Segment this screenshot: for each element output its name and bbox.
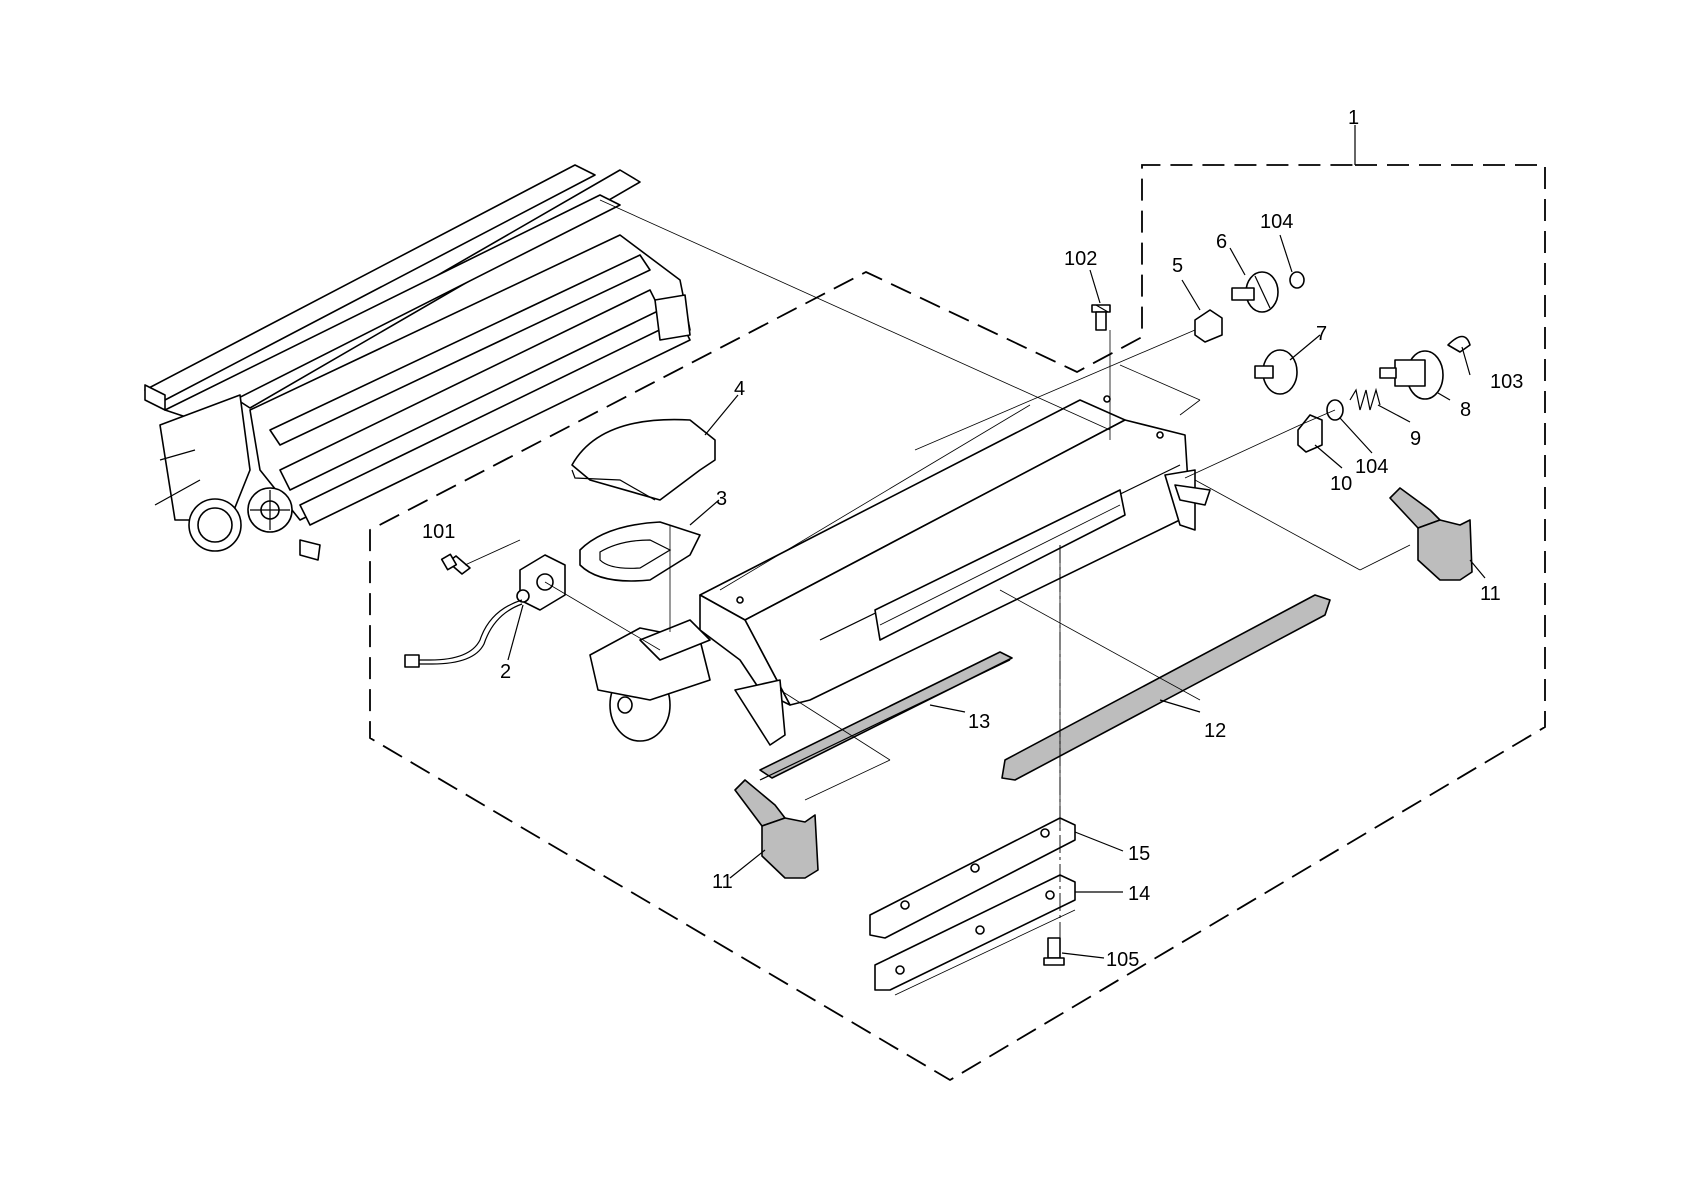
callout-10: 10 — [1330, 473, 1352, 495]
callout-103: 103 — [1490, 371, 1523, 393]
part-14-plate — [875, 875, 1075, 995]
part-6-gear — [1232, 272, 1278, 312]
part-12-seal-strip — [1002, 595, 1330, 780]
part-102-screw — [1092, 305, 1110, 330]
part-9-spring — [1350, 390, 1380, 410]
part-7-gear — [1255, 350, 1297, 394]
part-104-ring-top — [1290, 272, 1304, 288]
callout-1: 1 — [1348, 107, 1359, 129]
part-2-sensor — [405, 555, 565, 667]
part-101-screw — [442, 554, 470, 574]
callout-2: 2 — [500, 661, 511, 683]
callout-12: 12 — [1204, 720, 1226, 742]
callout-7: 7 — [1316, 323, 1327, 345]
callout-11-left: 11 — [712, 871, 733, 893]
part-8-coupling — [1380, 351, 1443, 399]
callout-9: 9 — [1410, 428, 1421, 450]
callout-6: 6 — [1216, 231, 1227, 253]
part-4-cover — [572, 420, 715, 500]
callout-5: 5 — [1172, 255, 1183, 277]
main-frame-unit — [145, 165, 690, 560]
callout-105: 105 — [1106, 949, 1139, 971]
callout-8: 8 — [1460, 399, 1471, 421]
callout-11-right: 11 — [1480, 583, 1501, 605]
callout-3: 3 — [716, 488, 727, 510]
callout-4: 4 — [734, 378, 745, 400]
callout-13: 13 — [968, 711, 990, 733]
part-5-bushing — [1195, 310, 1222, 342]
part-11-bracket-right — [1390, 488, 1472, 580]
callout-102: 102 — [1064, 248, 1097, 270]
part-103-clip — [1448, 337, 1470, 353]
callout-15: 15 — [1128, 843, 1150, 865]
callout-14: 14 — [1128, 883, 1150, 905]
callout-104-bottom: 104 — [1355, 456, 1388, 478]
part-3-guide — [580, 522, 700, 581]
callout-104-top: 104 — [1260, 211, 1293, 233]
part-105-screw — [1044, 938, 1064, 965]
callout-101: 101 — [422, 521, 455, 543]
